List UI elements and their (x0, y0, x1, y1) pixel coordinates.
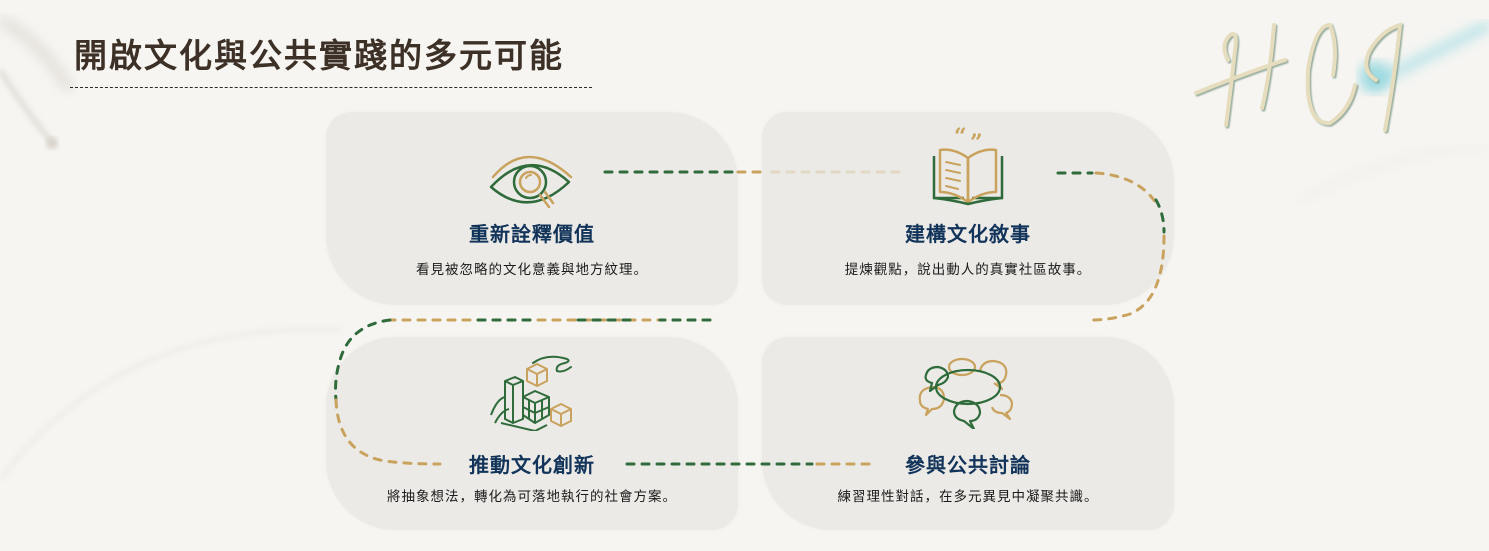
open-book-quote-icon: “ ” (932, 126, 1004, 206)
eye-magnifier-icon (489, 155, 573, 208)
card-reinterpret-value: 重新詮釋價值 看見被忽略的文化意義與地方紋理。 (326, 112, 738, 305)
card-description: 看見被忽略的文化意義與地方紋理。 (416, 262, 648, 278)
title-divider (70, 87, 592, 88)
card-description: 將抽象想法，轉化為可落地執行的社會方案。 (387, 489, 677, 505)
card-drive-innovation: 推動文化創新 將抽象想法，轉化為可落地執行的社會方案。 (326, 337, 738, 530)
hand-building-blocks-icon (490, 355, 572, 431)
svg-text:“: “ (954, 126, 967, 150)
card-title: 重新詮釋價值 (469, 222, 595, 246)
svg-text:”: ” (970, 130, 983, 156)
card-title: 建構文化敘事 (905, 222, 1031, 246)
speech-bubbles-circle-icon (918, 357, 1014, 429)
hci-logo-icon (1194, 20, 1489, 132)
card-title: 參與公共討論 (905, 453, 1031, 477)
card-build-narrative: “ ” 建構文化敘事 提煉觀點，說出動人的真實社區故事。 (762, 112, 1174, 305)
card-description: 提煉觀點，說出動人的真實社區故事。 (844, 262, 1092, 278)
card-description: 練習理性對話，在多元異見中凝聚共識。 (837, 489, 1099, 505)
card-title: 推動文化創新 (469, 453, 595, 477)
page-title: 開啟文化與公共實踐的多元可能 (74, 36, 564, 75)
card-public-discussion: 參與公共討論 練習理性對話，在多元異見中凝聚共識。 (762, 337, 1174, 530)
